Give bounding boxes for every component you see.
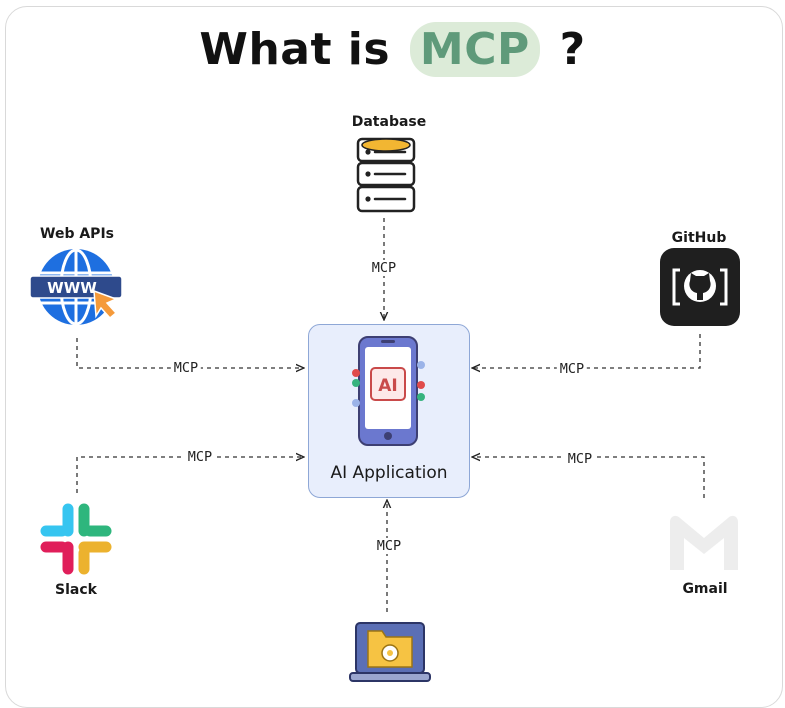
database-icon: [356, 137, 416, 213]
connector-github: [472, 334, 701, 368]
slack-label: Slack: [55, 582, 97, 598]
title-highlight: MCP: [409, 22, 540, 77]
globe-www-icon: WWW: [30, 248, 123, 326]
mcp-label-slack: MCP: [184, 449, 216, 465]
mcp-label-gmail: MCP: [564, 451, 596, 467]
mcp-label-github: MCP: [556, 361, 588, 377]
mcp-label-files: MCP: [373, 538, 405, 554]
connector-slack: [76, 457, 304, 493]
title-prefix: What is: [199, 24, 391, 75]
database-label: Database: [351, 114, 427, 130]
gmail-icon: [670, 515, 738, 570]
ai-badge-text: AI: [378, 376, 397, 396]
svg-text:WWW: WWW: [47, 279, 97, 297]
ai-application-box: AI AI Application: [308, 324, 470, 498]
connector-lines: [76, 218, 705, 612]
github-icon: [660, 248, 740, 326]
connector-gmail: [472, 457, 705, 498]
title-suffix: ?: [559, 24, 586, 75]
phone-ai-icon: AI: [352, 336, 425, 446]
connector-web-apis: [76, 338, 304, 368]
github-label: GitHub: [671, 230, 727, 246]
mcp-label-web-apis: MCP: [170, 360, 202, 376]
slack-icon: [40, 503, 112, 575]
web-apis-label: Web APIs: [40, 226, 114, 242]
laptop-folder-icon: [349, 622, 431, 682]
mcp-label-database: MCP: [368, 260, 400, 276]
diagram-title: What is MCP ?: [0, 22, 785, 77]
gmail-label: Gmail: [682, 581, 728, 597]
ai-application-label: AI Application: [330, 463, 448, 483]
